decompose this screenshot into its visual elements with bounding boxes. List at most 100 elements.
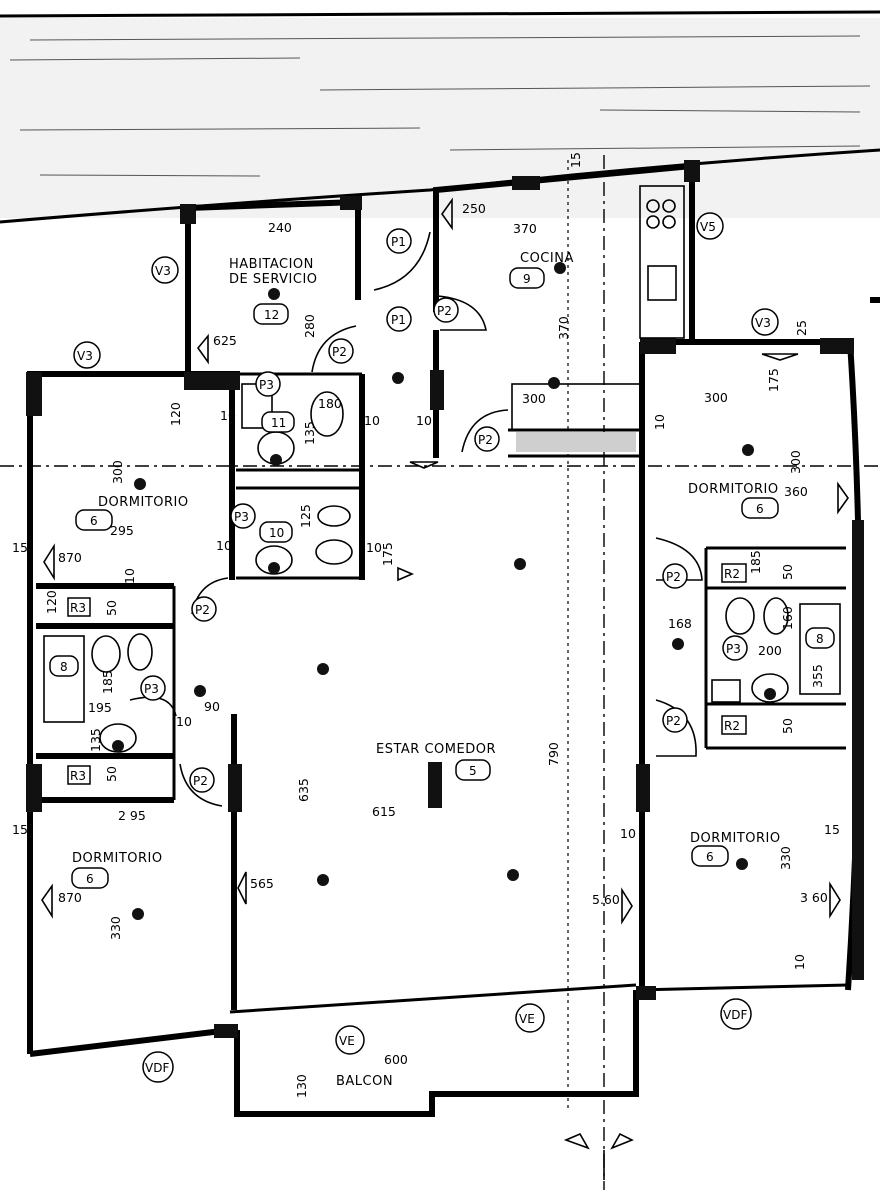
dim-120: 120 [168,402,183,426]
dim-185-right: 185 [748,550,763,574]
dim-50-b: 50 [104,766,119,782]
room-code-bath-10: 10 [269,526,284,540]
closet-tag-r2-a: R2 [724,567,740,581]
dim-125: 125 [298,504,313,528]
room-code-dormitorio-right-upper: 6 [756,502,764,516]
closet-tags: R3 R3 R2 R2 [67,563,747,785]
dim-135-left: 135 [88,728,103,752]
room-name-habitacion-line1: HABITACION [229,257,314,272]
closet-tag-r3-a: R3 [70,601,86,615]
dim-175-right: 175 [766,368,781,392]
structural-columns [26,160,864,1038]
room-name-dormitorio-upper-left: DORMITORIO [98,495,189,510]
dim-200: 200 [758,643,782,658]
dim-10-h: 10 [620,826,636,841]
dim-300-right-v: 300 [788,450,803,474]
room-code-bath-8-right: 8 [816,632,824,646]
dim-250: 250 [462,201,486,216]
dim-615: 615 [372,804,396,819]
scan-noise-band [0,18,880,218]
window-tag-ve-b: VE [519,1012,535,1026]
closet-tag-r2-b: R2 [724,719,740,733]
dim-15-left-lower: 15 [12,822,28,837]
door-tag-p1-a: P1 [391,235,406,249]
door-swings [129,231,703,807]
room-name-dormitorio-right-lower: DORMITORIO [690,831,781,846]
door-tag-p2-a: P2 [437,304,452,318]
dim-130: 130 [294,1074,309,1098]
dim-195: 195 [88,700,112,715]
room-code-habitacion: 12 [264,308,279,322]
dim-120-closet: 120 [44,590,59,614]
dim-15-left-upper: 15 [12,540,28,555]
door-tag-p3-c: P3 [144,682,159,696]
dim-15-right-lower: 15 [824,822,840,837]
interior-walls [36,342,846,1010]
dim-625: 625 [213,333,237,348]
dim-10-j: 10 [792,954,807,970]
room-code-cocina: 9 [523,272,531,286]
room-code-estar-comedor: 5 [469,764,477,778]
dim-10-e: 10 [216,538,232,553]
room-code-bath-8-left: 8 [60,660,68,674]
dim-600: 600 [384,1052,408,1067]
dim-295-lower: 2 95 [118,808,146,823]
dim-300-kitchen: 300 [522,391,546,406]
dim-175-center: 175 [380,542,395,566]
dim-295-upper: 295 [110,523,134,538]
dim-360-right-lower: 3 60 [800,890,828,905]
door-tag-p1-b: P1 [391,313,406,327]
dim-15-top: 15 [568,152,583,168]
dim-330-left: 330 [108,916,123,940]
dim-300-left-upper: 300 [110,460,125,484]
door-tag-p3-b: P3 [259,378,274,392]
dim-870-upper: 870 [58,550,82,565]
dim-300-right-upper: 300 [704,390,728,405]
dim-635: 635 [296,778,311,802]
room-code-dormitorio-upper-left: 6 [90,514,98,528]
closet-tag-r3-b: R3 [70,769,86,783]
bathroom-fixtures [43,383,841,753]
dim-50-a: 50 [104,600,119,616]
dim-10-c: 10 [416,413,432,428]
dim-565: 565 [250,876,274,891]
dim-135: 135 [302,421,317,445]
dim-10-i: 10 [176,714,192,729]
window-tags: V3 V3 V3 V5 VE VE VDF VDF [73,212,779,1083]
dim-185-left: 185 [100,670,115,694]
door-tag-p2-f: P2 [666,570,681,584]
dim-50-c: 50 [780,564,795,580]
dim-370-v: 370 [556,316,571,340]
dimension-labels: 240 250 370 370 15 25 625 280 120 180 13… [12,152,840,1098]
plot-boundary-line [0,148,880,224]
dim-10-g: 10 [122,568,137,584]
room-name-estar-comedor: ESTAR COMEDOR [376,742,496,757]
room-name-dormitorio-right-upper: DORMITORIO [688,482,779,497]
room-name-balcon: BALCON [336,1074,393,1089]
window-tag-ve-a: VE [339,1034,355,1048]
dim-870-lower: 870 [58,890,82,905]
dim-25: 25 [794,320,809,336]
window-tag-v3-a: V3 [155,264,171,278]
window-tag-vdf-b: VDF [723,1008,747,1022]
dim-10-f: 10 [366,540,382,555]
dim-560: 5.60 [592,892,620,907]
dim-790: 790 [546,742,561,766]
dim-10-d: 10 [652,414,667,430]
dim-180: 180 [318,396,342,411]
center-column [428,762,442,808]
dim-10-a: 10 [220,408,236,423]
kitchen-counter [511,185,685,452]
door-tag-p3-a: P3 [234,510,249,524]
dim-240: 240 [268,220,292,235]
room-code-dormitorio-right-lower: 6 [706,850,714,864]
window-tag-vdf-a: VDF [145,1061,169,1075]
window-tag-v5: V5 [700,220,716,234]
door-tag-p2-g: P2 [666,714,681,728]
door-tag-p2-c: P2 [478,433,493,447]
room-name-cocina: COCINA [520,251,574,266]
room-code-dormitorio-lower-left: 6 [86,872,94,886]
dim-160: 160 [780,606,795,630]
dim-280: 280 [302,314,317,338]
